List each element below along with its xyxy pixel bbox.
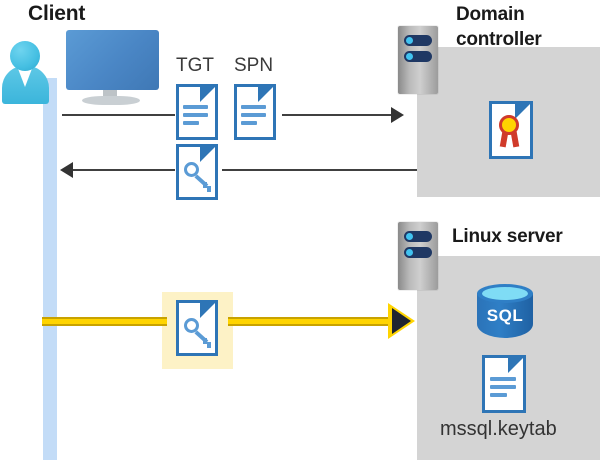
certificate-document-icon <box>489 101 533 159</box>
reply-flow-line-right <box>222 169 417 171</box>
service-ticket-key-document-icon <box>176 300 218 356</box>
person-collar-icon <box>17 66 33 87</box>
service-ticket-arrowhead <box>392 308 411 334</box>
domain-controller-server-icon <box>398 26 438 94</box>
client-title: Client <box>28 2 86 25</box>
server-led-icon <box>404 51 432 62</box>
linux-server-title: Linux server <box>452 226 563 247</box>
keytab-document-icon <box>482 355 526 413</box>
linux-server-icon <box>398 222 438 290</box>
monitor-base-icon <box>82 96 140 105</box>
keytab-filename-label: mssql.keytab <box>440 418 557 440</box>
request-flow-arrowhead <box>391 107 404 123</box>
request-flow-line-left <box>62 114 175 116</box>
reply-flow-arrowhead <box>60 162 73 178</box>
spn-document-icon <box>234 84 276 140</box>
monitor-stand-icon <box>103 90 117 100</box>
request-flow-line-right <box>282 114 392 116</box>
monitor-icon <box>66 30 159 90</box>
tgt-label: TGT <box>176 55 214 76</box>
client-lane <box>43 78 57 460</box>
sql-database-icon: SQL <box>477 284 533 346</box>
domain-controller-title: Domain controller <box>456 4 542 50</box>
tgt-document-icon <box>176 84 218 140</box>
service-ticket-line-right <box>228 317 395 326</box>
server-led-icon <box>404 231 432 242</box>
person-head-icon <box>10 41 40 71</box>
server-led-icon <box>404 247 432 258</box>
key-document-icon <box>176 144 218 200</box>
server-led-icon <box>404 35 432 46</box>
service-ticket-line-left <box>42 317 167 326</box>
reply-flow-line-left <box>62 169 175 171</box>
sql-database-label: SQL <box>486 306 524 325</box>
spn-label: SPN <box>234 55 274 76</box>
